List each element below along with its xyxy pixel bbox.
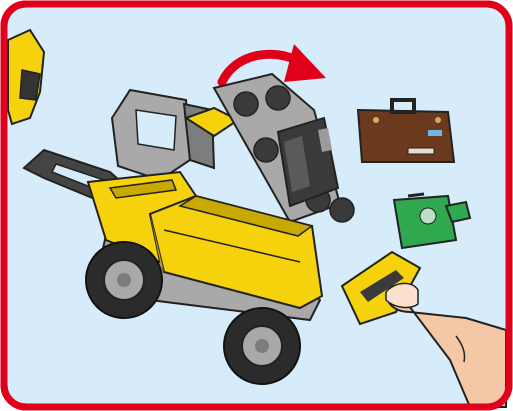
rear-wheel	[224, 308, 300, 384]
front-wheel	[86, 242, 162, 318]
